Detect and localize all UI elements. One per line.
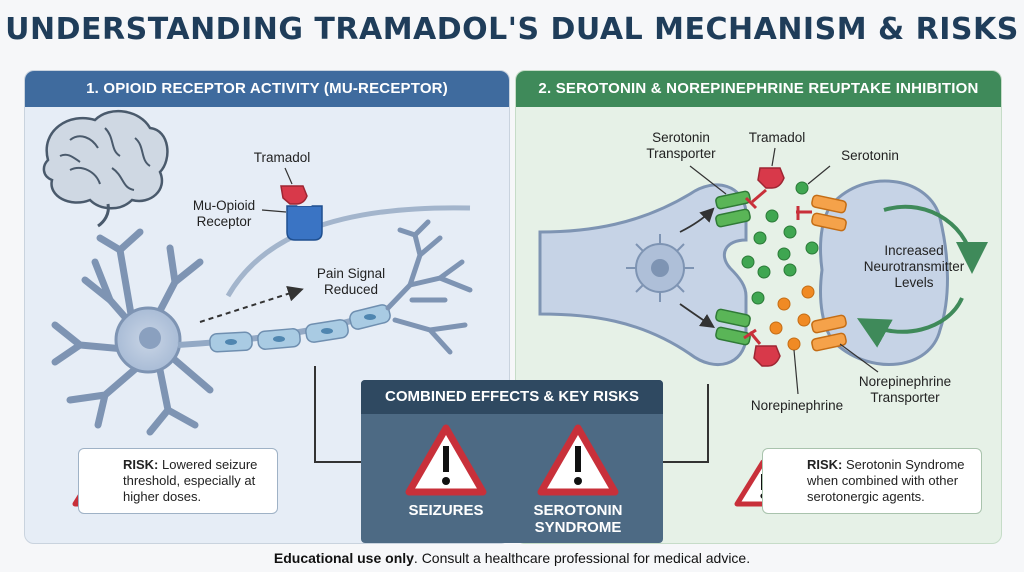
- serotonin-syndrome-line2: SYNDROME: [534, 519, 622, 536]
- cycle-arrow-bottom: [857, 297, 964, 348]
- opioid-panel-header: 1. OPIOID RECEPTOR ACTIVITY (MU-RECEPTOR…: [25, 71, 509, 107]
- seizure-risk-description: Lowered seizure threshold, especially at…: [123, 457, 258, 504]
- tramadol-blocker-icon: [743, 167, 812, 367]
- neuron-icon: [51, 228, 214, 436]
- mu-opioid-receptor-icon: [286, 202, 323, 241]
- serotonin-risk-description: Serotonin Syndrome when combined with ot…: [807, 457, 965, 504]
- myelin-sheath: [209, 304, 391, 353]
- mu-receptor-label: Mu-Opioid Receptor: [178, 198, 270, 230]
- serotonin-label: Serotonin: [841, 148, 899, 163]
- page-title: UNDERSTANDING TRAMADOL'S DUAL MECHANISM …: [5, 12, 1019, 47]
- cycle-arrow-top: [883, 204, 988, 274]
- pain-signal-label: Pain Signal Reduced: [296, 266, 406, 298]
- serotonin-transporter-label-line2: Transporter: [646, 146, 716, 161]
- risk-prefix: RISK:: [123, 457, 159, 472]
- pain-signal-label-line2: Reduced: [323, 282, 379, 297]
- serotonin-molecules: [741, 181, 819, 305]
- increased-levels-line3: Levels: [894, 275, 934, 290]
- disclaimer-footer: Educational use only. Consult a healthca…: [0, 550, 1024, 566]
- combined-effects-box: COMBINED EFFECTS & KEY RISKS SEIZURES SE…: [361, 380, 663, 543]
- combined-warning-icons: [405, 424, 619, 496]
- norepinephrine-label: Norepinephrine: [750, 398, 844, 413]
- serotonin-transporter-icon: [715, 190, 751, 346]
- seizures-label: SEIZURES: [408, 502, 484, 519]
- norepinephrine-molecules: [769, 285, 815, 351]
- brain-icon: [42, 109, 169, 228]
- neuron-nucleus: [139, 327, 161, 349]
- pain-signal-arrow: [199, 286, 304, 323]
- pain-signal-label-line1: Pain Signal: [316, 266, 386, 281]
- tramadol-label: Tramadol: [253, 150, 311, 165]
- norepinephrine-transporter-label: Norepinephrine Transporter: [850, 374, 960, 406]
- seizure-risk-box: RISK: Lowered seizure threshold, especia…: [78, 448, 278, 514]
- increased-levels-line1: Increased: [884, 243, 944, 258]
- serotonin-syndrome-risk-box: RISK: Serotonin Syndrome when combined w…: [762, 448, 982, 514]
- warning-icon: [405, 424, 487, 496]
- increased-levels-label: Increased Neurotransmitter Levels: [852, 243, 976, 291]
- serotonin-risk-text: RISK: Serotonin Syndrome when combined w…: [807, 457, 975, 505]
- ne-transporter-label-line2: Transporter: [870, 390, 940, 405]
- mu-receptor-label-line2: Receptor: [196, 214, 252, 229]
- axon-terminals: [385, 219, 473, 355]
- disclaimer-rest: . Consult a healthcare professional for …: [413, 550, 751, 566]
- serotonin-transporter-label-line1: Serotonin: [652, 130, 710, 145]
- serotonin-transporter-label: Serotonin Transporter: [636, 130, 726, 162]
- serotonin-syndrome-label: SEROTONIN SYNDROME: [521, 502, 635, 536]
- norepinephrine-transporter-icon: [811, 194, 847, 352]
- tramadol-molecule-icon: [280, 185, 308, 205]
- increased-levels-line2: Neurotransmitter: [863, 259, 965, 274]
- seizure-risk-text: RISK: Lowered seizure threshold, especia…: [123, 457, 271, 505]
- serotonin-syndrome-line1: SEROTONIN: [533, 502, 623, 519]
- warning-icon: [537, 424, 619, 496]
- postsynaptic-terminal: [819, 179, 949, 366]
- ne-transporter-label-line1: Norepinephrine: [858, 374, 952, 389]
- tramadol-right-label: Tramadol: [748, 130, 806, 145]
- combined-effects-header: COMBINED EFFECTS & KEY RISKS: [361, 380, 663, 414]
- mu-receptor-label-line1: Mu-Opioid: [192, 198, 256, 213]
- reuptake-panel-header: 2. SEROTONIN & NOREPINEPHRINE REUPTAKE I…: [516, 71, 1001, 107]
- disclaimer-bold: Educational use only: [273, 550, 414, 566]
- risk-prefix: RISK:: [807, 457, 843, 472]
